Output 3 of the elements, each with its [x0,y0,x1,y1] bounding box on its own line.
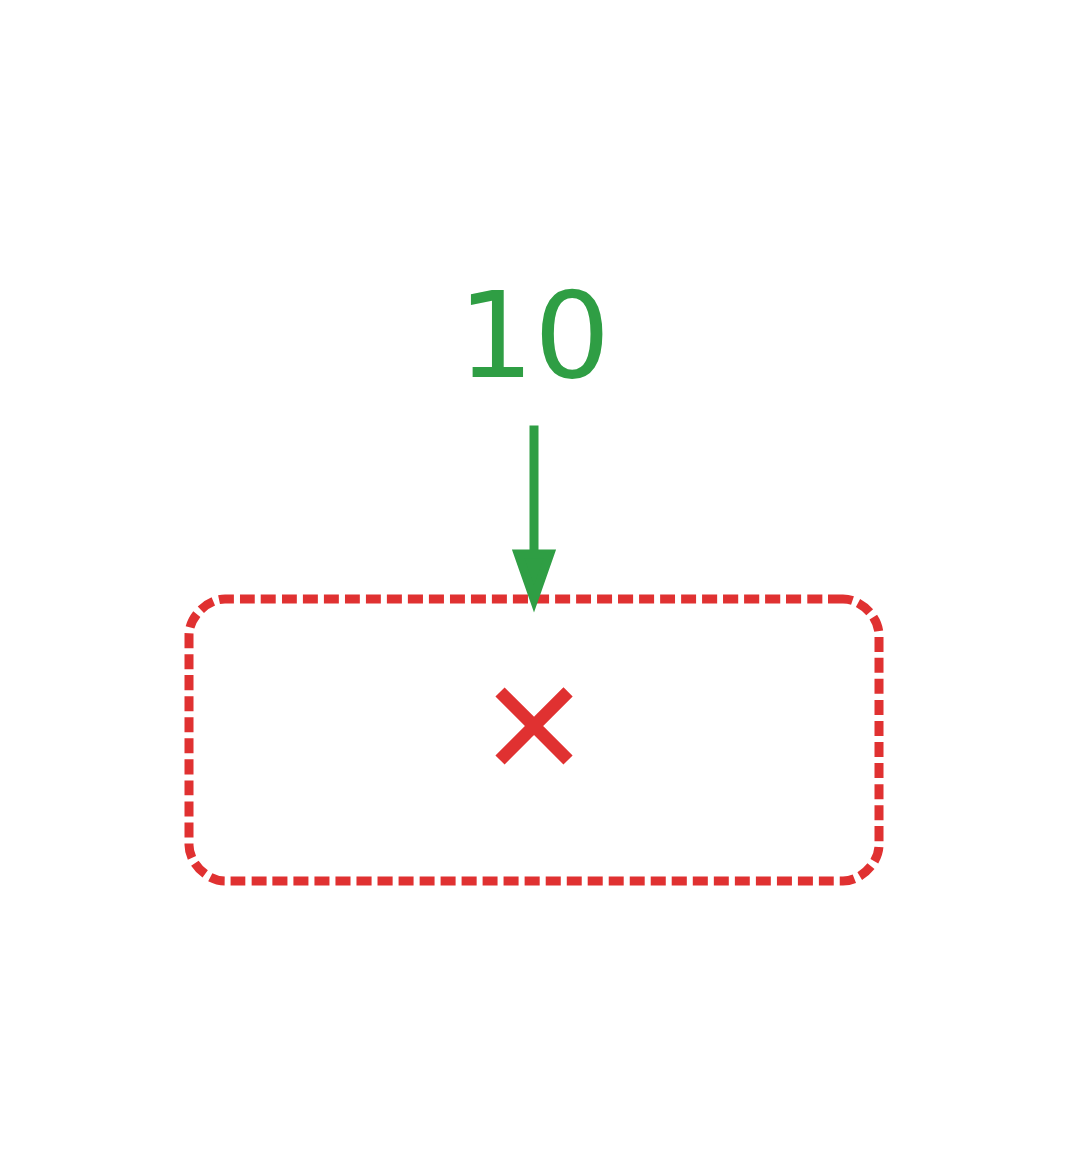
node-box: ✕ [184,594,884,886]
node-text: 10 [457,266,611,405]
arrow [511,425,557,613]
